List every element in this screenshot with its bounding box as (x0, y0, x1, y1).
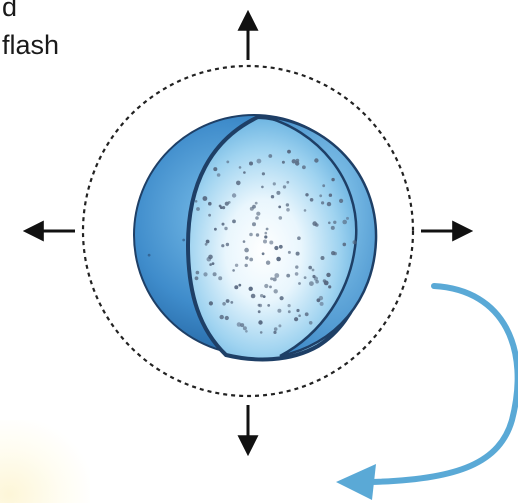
curved-arrow-icon (336, 286, 518, 500)
sphere (134, 115, 376, 359)
